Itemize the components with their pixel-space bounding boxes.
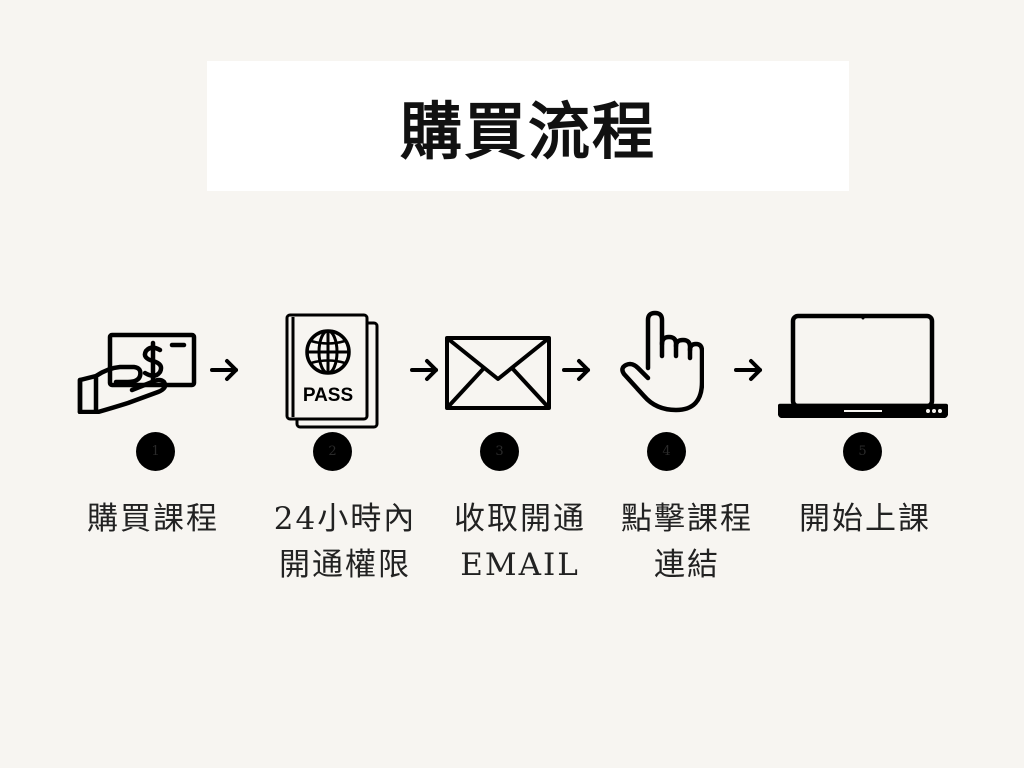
step-label-line: EMAIL xyxy=(460,547,580,583)
step-label-line: 收取開通 xyxy=(454,501,586,537)
step-number-5: 5 xyxy=(843,432,882,471)
passport-text: PASS xyxy=(303,385,353,406)
pointing-hand-icon xyxy=(618,310,704,414)
step-number-2: 2 xyxy=(313,432,352,471)
step-label-line: 購買課程 xyxy=(87,501,219,537)
cash-payment-hand-icon xyxy=(76,330,198,414)
step-number-1: 1 xyxy=(136,432,175,471)
step-label-line: 開通權限 xyxy=(279,547,411,583)
passport-icon: PASS xyxy=(284,312,381,430)
step-label-line: 點擊課程 xyxy=(621,501,753,537)
laptop-icon xyxy=(778,312,948,418)
arrow-right-icon xyxy=(210,358,240,382)
page-title: 購買流程 xyxy=(399,95,656,168)
step-label-1: 購買課程 xyxy=(68,496,238,542)
step-label-line: 24小時內 xyxy=(273,501,417,537)
step-label-3: 收取開通 EMAIL xyxy=(435,496,605,588)
step-label-line: 開始上課 xyxy=(799,501,931,537)
step-label-2: 24小時內 開通權限 xyxy=(260,496,430,588)
step-number-4: 4 xyxy=(647,432,686,471)
step-number-3: 3 xyxy=(480,432,519,471)
arrow-right-icon xyxy=(734,358,764,382)
step-label-5: 開始上課 xyxy=(780,496,950,542)
arrow-right-icon xyxy=(410,358,440,382)
title-box: 購買流程 xyxy=(207,61,849,191)
envelope-icon xyxy=(444,335,552,411)
step-label-4: 點擊課程 連結 xyxy=(602,496,772,588)
step-label-line: 連結 xyxy=(654,547,720,583)
arrow-right-icon xyxy=(562,358,592,382)
